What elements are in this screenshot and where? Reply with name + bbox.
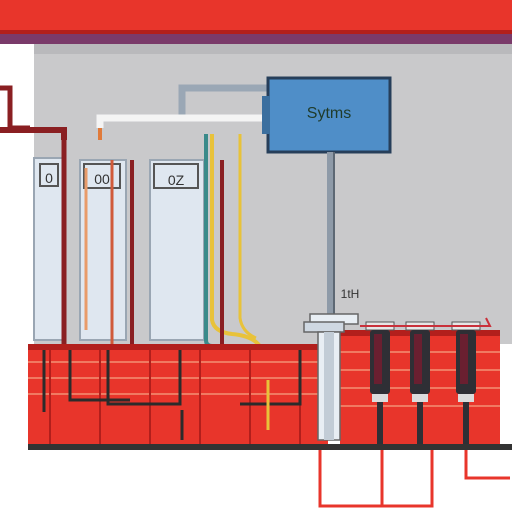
left-wall-pipe xyxy=(0,85,30,131)
back-wall-shade xyxy=(34,44,512,54)
tank-3-label: 0Z xyxy=(168,172,185,188)
tank-3: 0Z xyxy=(149,159,205,341)
roof-band xyxy=(0,34,512,44)
roof-highlight xyxy=(0,30,512,34)
base-cabinet-left xyxy=(28,344,328,444)
floor-line xyxy=(28,444,512,450)
panel-pole-edge xyxy=(333,152,335,317)
top-pipe-grey xyxy=(178,84,268,118)
roof-beam xyxy=(0,0,512,34)
cabinet-pipes xyxy=(42,350,302,440)
control-panel-label: Sytms xyxy=(307,105,351,122)
tank-1-label: 0 xyxy=(45,170,53,186)
drain-pipes xyxy=(318,450,510,508)
control-panel: Sytms xyxy=(262,76,392,154)
filter-header-pipe xyxy=(360,317,492,327)
left-wall-pipe-2 xyxy=(0,127,67,140)
tank-2: 00 xyxy=(79,159,127,341)
tank-1: 0 xyxy=(33,157,65,341)
panel-pole xyxy=(327,152,333,317)
gauge-label: 1tH xyxy=(341,287,360,301)
valve-assembly xyxy=(303,313,359,441)
top-pipe-white xyxy=(96,114,268,128)
tank-2-label: 00 xyxy=(94,171,110,187)
